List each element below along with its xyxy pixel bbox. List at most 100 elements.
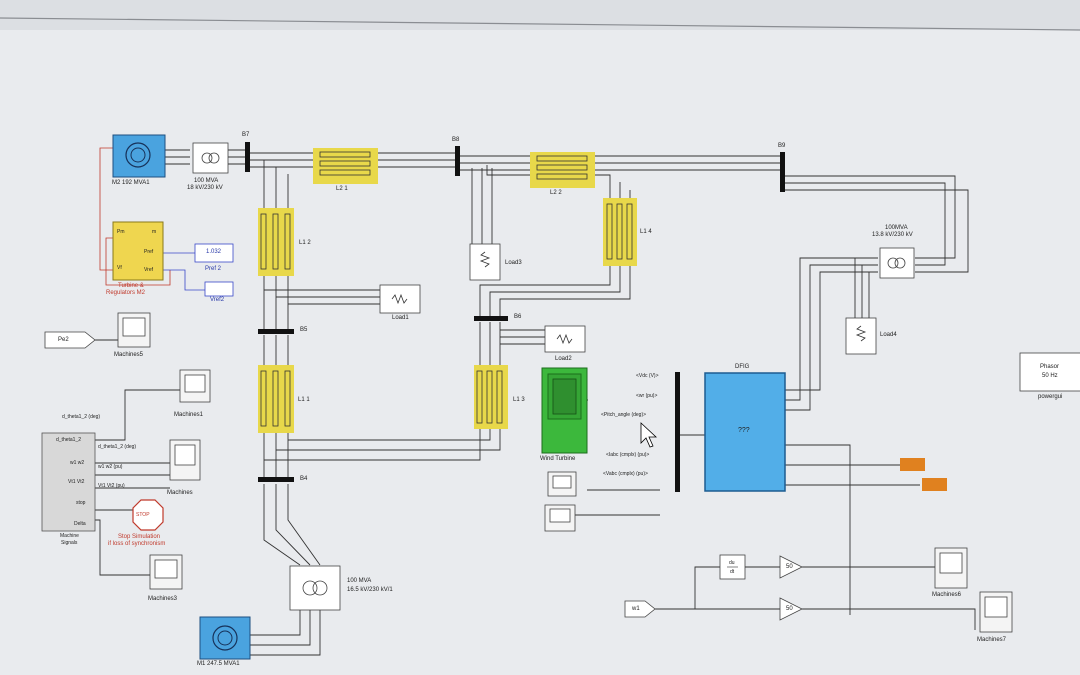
machine-m2-block[interactable] xyxy=(112,134,166,178)
powergui-line2: 50 Hz xyxy=(1042,373,1058,379)
ms-in-w: w1 w2 xyxy=(70,460,85,466)
bus-b7 xyxy=(245,142,250,172)
w1-from-tag[interactable] xyxy=(624,600,656,618)
bus-b5 xyxy=(258,329,294,334)
transformer-2[interactable] xyxy=(289,565,341,611)
line-l11-label: L1 1 xyxy=(298,397,310,403)
scope-machines1-label: Machines1 xyxy=(174,412,204,418)
turbine-port-vref: Vref xyxy=(144,267,153,273)
bus-signal-wr: <wr (pu)> xyxy=(636,393,658,399)
derivative-bottom: dt xyxy=(730,569,735,575)
machine-m1-label: M1 247.5 MVA1 xyxy=(197,661,240,667)
feedback-wiring xyxy=(99,147,171,286)
scope-unlabeled-1[interactable] xyxy=(547,471,577,497)
scope-machines7-label: Machines7 xyxy=(977,637,1007,643)
load1-label: Load1 xyxy=(392,315,409,321)
bus-signal-pitch: <Pitch_angle (deg)> xyxy=(601,412,647,418)
bus-b6-label: B6 xyxy=(514,314,522,320)
gain-block-2[interactable] xyxy=(779,597,803,621)
load3-block[interactable] xyxy=(469,243,501,281)
bus-b9 xyxy=(780,152,785,192)
wind-turbine-label: Wind Turbine xyxy=(540,456,576,462)
scope-machines7[interactable] xyxy=(979,591,1013,633)
scope-machines3[interactable] xyxy=(149,554,183,590)
transformer-4-rating: 100MVA xyxy=(885,225,908,231)
transformer-4[interactable] xyxy=(879,247,915,279)
load4-label: Load4 xyxy=(880,332,897,338)
ms-out-vt: Vt1 Vt2 (pu) xyxy=(98,483,125,489)
pref-constant[interactable] xyxy=(194,243,234,263)
window-top-bar xyxy=(0,0,1080,30)
line-l22 xyxy=(530,152,595,188)
machine-signals-block[interactable] xyxy=(41,432,96,532)
turbine-port-pref: Pref xyxy=(144,249,154,255)
ms-in-dtheta: d_theta1_2 xyxy=(56,437,82,443)
scope-machines3-label: Machines3 xyxy=(148,596,178,602)
ms-subtitle: Signals xyxy=(61,540,78,546)
line-l14 xyxy=(603,198,637,266)
wiring xyxy=(95,149,976,656)
bus-b4 xyxy=(258,477,294,482)
turbine-regulators-block[interactable] xyxy=(112,221,164,281)
load2-label: Load2 xyxy=(555,356,572,362)
line-l13 xyxy=(474,365,508,429)
pe2-goto-tag[interactable] xyxy=(44,331,96,349)
stop-caption-1: Stop Simulation xyxy=(118,534,161,540)
powergui-block[interactable] xyxy=(1019,352,1080,392)
scope-machines5[interactable] xyxy=(117,312,151,348)
stop-label: STOP xyxy=(136,512,150,518)
bus-signal-iabc: <Iabc (cmplx) (pu)> xyxy=(606,452,650,458)
dfig-body: ??? xyxy=(738,427,750,434)
scope-machines6-label: Machines6 xyxy=(932,592,962,598)
turbine-port-m: m xyxy=(152,229,157,235)
orange-block-1[interactable] xyxy=(900,458,925,471)
line-l21 xyxy=(313,148,378,184)
ms-out-w: w1 w2 (pu) xyxy=(98,464,123,470)
transformer-1[interactable] xyxy=(192,142,229,174)
gain-2-value: 50 xyxy=(786,606,793,612)
vref-constant[interactable] xyxy=(204,281,234,297)
wind-turbine-block[interactable] xyxy=(541,367,588,454)
line-l12-label: L1 2 xyxy=(299,240,311,246)
ms-title: Machine xyxy=(60,533,79,539)
derivative-block[interactable] xyxy=(719,554,746,580)
load4-block[interactable] xyxy=(845,317,877,355)
mouse-cursor-icon xyxy=(640,422,658,448)
bus-b9-label: B9 xyxy=(778,143,786,149)
pe2-label: Pe2 xyxy=(58,337,69,343)
dfig-title: DFIG xyxy=(735,364,750,370)
transformer-1-volts: 18 kV/230 kV xyxy=(187,185,223,191)
ms-in-delta: Delta xyxy=(74,521,86,527)
ms-out-dtheta: d_theta1_2 (deg) xyxy=(98,444,137,450)
scope-machines[interactable] xyxy=(169,439,201,481)
bus-b8-label: B8 xyxy=(452,137,460,143)
w1-label: w1 xyxy=(632,606,640,612)
bus-selector-bar xyxy=(675,372,680,492)
powergui-caption: powergui xyxy=(1038,394,1063,400)
turbine-port-pm: Pm xyxy=(117,229,125,235)
bus-b4-label: B4 xyxy=(300,476,308,482)
load2-block[interactable] xyxy=(544,325,586,353)
ms-in-stop: stop xyxy=(76,500,86,506)
scope-machines-label: Machines xyxy=(167,490,193,496)
pref-value: 1.032 xyxy=(206,249,222,255)
dfig-block[interactable] xyxy=(704,372,786,492)
load1-block[interactable] xyxy=(379,284,421,314)
scope-unlabeled-2[interactable] xyxy=(544,504,576,532)
turbine-subtitle: Regulators M2 xyxy=(106,290,146,296)
gain-block-1[interactable] xyxy=(779,555,803,579)
machine-m1-block[interactable] xyxy=(199,616,251,660)
bus-b6 xyxy=(474,316,508,321)
bus-b8 xyxy=(455,146,460,176)
line-blocks[interactable] xyxy=(258,148,637,433)
transformer-2-rating: 100 MVA xyxy=(347,578,372,584)
bus-b7-label: B7 xyxy=(242,132,250,138)
orange-block-2[interactable] xyxy=(922,478,947,491)
pref-label: Pref 2 xyxy=(205,266,222,272)
reference-wiring xyxy=(163,252,205,291)
scope-machines1[interactable] xyxy=(179,369,211,403)
scope-machines6[interactable] xyxy=(934,547,968,589)
window-top-edge xyxy=(0,17,1080,31)
stop-simulation-icon[interactable] xyxy=(132,499,164,531)
